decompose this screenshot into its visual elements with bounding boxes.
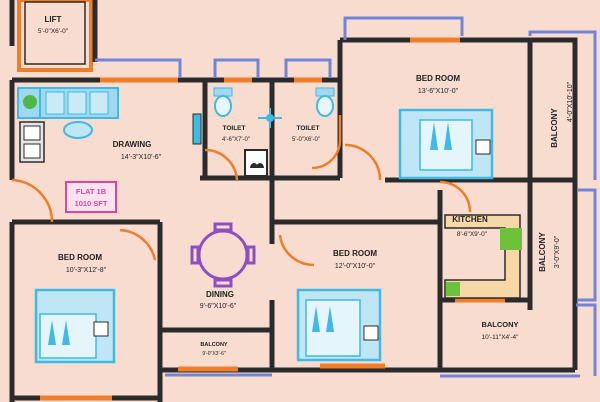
toilet1-name: TOILET	[223, 125, 246, 132]
bedroom-mid-dim: 12'-0"X10'-0"	[335, 263, 376, 270]
dining-name: DINING	[206, 290, 234, 299]
flat-area-label: FLAT 1B 1010 SFT	[65, 181, 117, 213]
windows	[95, 16, 597, 378]
kitchen-counter	[444, 214, 522, 299]
balcony-kitchen-name: BALCONY	[538, 232, 547, 272]
toilet2-dim: 5'-0"X6'-0"	[292, 137, 320, 143]
balcony-bottom-small-name: BALCONY	[200, 342, 228, 348]
bed-left	[34, 288, 116, 364]
bed-mid	[296, 288, 382, 362]
bed-top	[398, 108, 494, 180]
kitchen-name: KITCHEN	[452, 215, 488, 224]
kitchen-dim: 8'-6"X9'-0"	[457, 231, 488, 238]
dining-table	[190, 222, 256, 288]
balcony-bottom-right-name: BALCONY	[481, 320, 518, 329]
doors	[11, 115, 472, 267]
balcony-kitchen-dim: 3'-0"X9'-0"	[554, 235, 561, 268]
bedroom-left-name: BED ROOM	[58, 253, 102, 262]
flat-area: 1010 SFT	[75, 199, 108, 208]
balcony-right-top-name: BALCONY	[550, 108, 559, 148]
drawing-name: DRAWING	[113, 140, 152, 149]
bedroom-left-dim: 10'-3"X12'-8"	[66, 267, 107, 274]
lift-name: LIFT	[45, 15, 62, 24]
room-labels: DRAWING 14'-3"X10'-6" TOILET 4'-6"X7'-0"…	[58, 74, 574, 357]
drawing-dim: 14'-3"X10'-6"	[121, 154, 162, 161]
flat-name: FLAT 1B	[76, 187, 107, 196]
walls	[9, 0, 578, 402]
toilet-fixtures	[213, 87, 335, 177]
balcony-right-top-dim: 4'-0"X10'-10"	[567, 81, 574, 122]
toilet2-name: TOILET	[297, 125, 320, 132]
lift-dim: 5'-0"X6'-0"	[38, 28, 69, 35]
balcony-bottom-small-dim: 9'-0"X3'-6"	[202, 351, 225, 357]
drawing-furniture	[17, 87, 202, 163]
bedroom-top-dim: 13'-6"X10'-0"	[418, 88, 459, 95]
lift: LIFT 5'-0"X6'-0"	[17, 0, 93, 72]
window-sills	[40, 37, 505, 401]
balcony-bottom-right-dim: 10'-11"X4'-4"	[482, 334, 520, 341]
bedroom-top-name: BED ROOM	[416, 74, 460, 83]
bedroom-mid-name: BED ROOM	[333, 249, 377, 258]
dining-dim: 9'-6"X10'-6"	[200, 303, 237, 310]
toilet1-dim: 4'-6"X7'-0"	[222, 137, 250, 143]
